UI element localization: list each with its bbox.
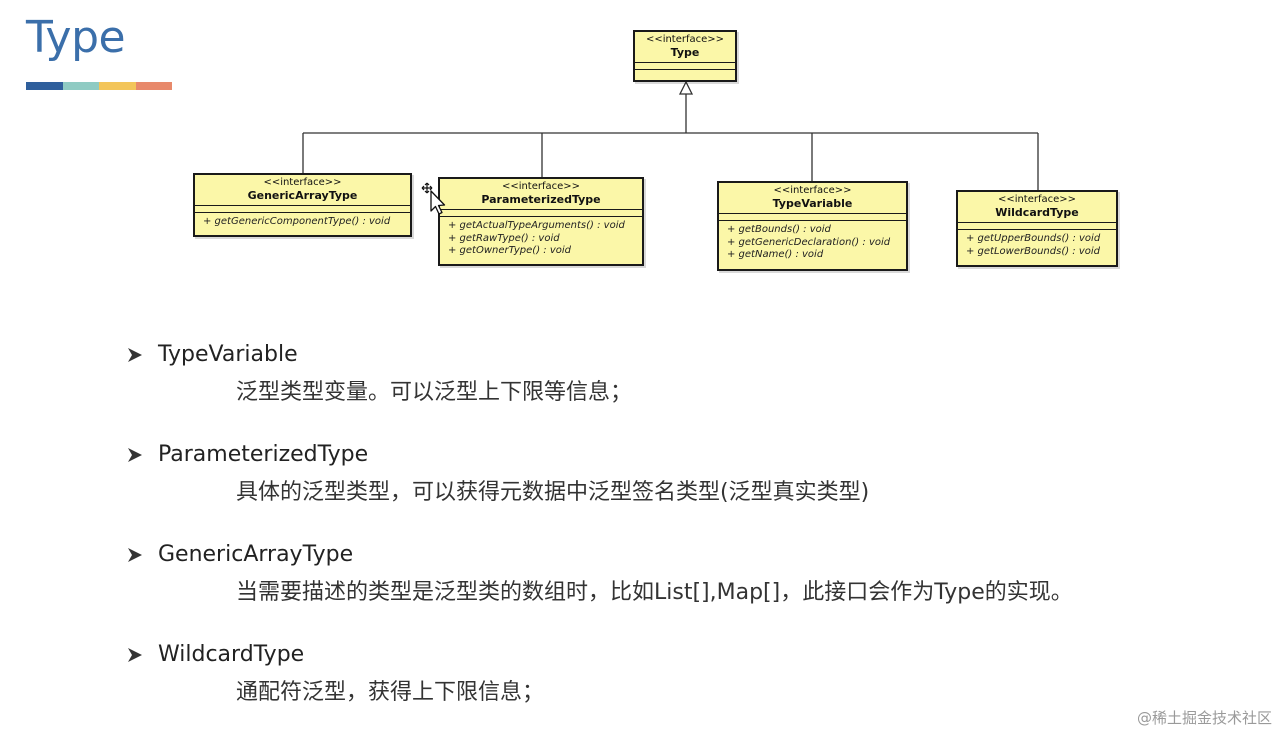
list-item-heading: WildcardType [126, 642, 304, 667]
uml-operation: + getUpperBounds() : void [966, 233, 1101, 244]
uml-type-box: <<interface>> Type [633, 30, 737, 82]
uml-class-name: WildcardType [995, 206, 1079, 219]
uml-wildcard-type-box: <<interface>> WildcardType + getUpperBou… [956, 190, 1118, 267]
uml-type-header: <<interface>> Type [635, 32, 735, 62]
uml-operation: + getActualTypeArguments() : void [448, 220, 625, 231]
list-item-title: WildcardType [158, 642, 305, 667]
inheritance-arrowhead [678, 80, 694, 95]
title-underline [26, 82, 172, 90]
uml-stereotype: <<interface>> [645, 34, 725, 45]
uml-class-name: Type [670, 46, 700, 59]
watermark: @稀土掘金技术社区 [1136, 709, 1272, 727]
uml-header: <<interface>> ParameterizedType [440, 179, 642, 209]
uml-operation: + getLowerBounds() : void [966, 245, 1101, 257]
uml-operation-compartment [635, 69, 735, 75]
uml-stereotype: <<interface>> [773, 185, 852, 196]
list-item-title: GenericArrayType [158, 542, 354, 567]
uml-connectors [302, 80, 1039, 190]
list-item-description: 通配符泛型，获得上下限信息； [236, 680, 545, 705]
uml-attribute-compartment [195, 205, 410, 212]
uml-header: <<interface>> WildcardType [958, 192, 1116, 222]
list-item-heading: GenericArrayType [126, 542, 353, 567]
arrow-bullet-icon [128, 347, 142, 362]
page-title: Type [26, 12, 126, 63]
uml-header: <<interface>> GenericArrayType [195, 175, 410, 205]
uml-attribute-compartment [719, 213, 906, 220]
uml-operation-compartment: + getActualTypeArguments() : void + getR… [440, 216, 642, 261]
title-underline-segment [26, 82, 63, 90]
list-item-heading: TypeVariable [126, 342, 298, 367]
uml-operation: + getGenericComponentType() : void [203, 216, 391, 227]
title-underline-segment [99, 82, 136, 90]
list-item-title: TypeVariable [158, 342, 298, 367]
uml-operation: + getName() : void [727, 249, 824, 260]
title-underline-segment [62, 82, 99, 90]
title-underline-segment [135, 82, 172, 90]
list-item-title: ParameterizedType [158, 442, 369, 467]
list-item-description: 具体的泛型类型，可以获得元数据中泛型签名类型(泛型真实类型) [236, 480, 870, 505]
arrow-bullet-icon [128, 647, 142, 662]
uml-operation-compartment: + getGenericComponentType() : void [195, 212, 410, 232]
uml-stereotype: <<interface>> [997, 194, 1077, 205]
uml-operation: + getBounds() : void [727, 224, 831, 235]
uml-parameterized-type-box: <<interface>> ParameterizedType + getAct… [438, 177, 644, 266]
uml-operation-compartment: + getBounds() : void + getGenericDeclara… [719, 220, 906, 265]
uml-attribute-compartment [635, 62, 735, 69]
uml-operation: + getGenericDeclaration() : void [727, 236, 891, 248]
uml-stereotype: <<interface>> [501, 181, 581, 192]
uml-stereotype: <<interface>> [263, 177, 342, 188]
uml-attribute-compartment [440, 209, 642, 216]
uml-class-name: TypeVariable [772, 197, 853, 210]
uml-header: <<interface>> TypeVariable [719, 183, 906, 213]
uml-generic-array-type-box: <<interface>> GenericArrayType + getGene… [193, 173, 412, 237]
uml-operation: + getOwnerType() : void [448, 245, 571, 256]
uml-class-name: ParameterizedType [481, 193, 601, 206]
uml-attribute-compartment [958, 222, 1116, 229]
uml-operation-compartment: + getUpperBounds() : void + getLowerBoun… [958, 229, 1116, 261]
arrow-bullet-icon [128, 447, 142, 462]
list-item-description: 泛型类型变量。可以泛型上下限等信息； [236, 380, 633, 405]
uml-class-name: GenericArrayType [247, 189, 358, 202]
move-cursor-icon [421, 182, 446, 215]
list-item-description: 当需要描述的类型是泛型类的数组时，比如List[],Map[]，此接口会作为Ty… [236, 580, 1073, 605]
list-item-heading: ParameterizedType [126, 442, 368, 467]
arrow-bullet-icon [128, 547, 142, 562]
uml-type-variable-box: <<interface>> TypeVariable + getBounds()… [717, 181, 908, 271]
uml-operation: + getRawType() : void [448, 232, 560, 244]
